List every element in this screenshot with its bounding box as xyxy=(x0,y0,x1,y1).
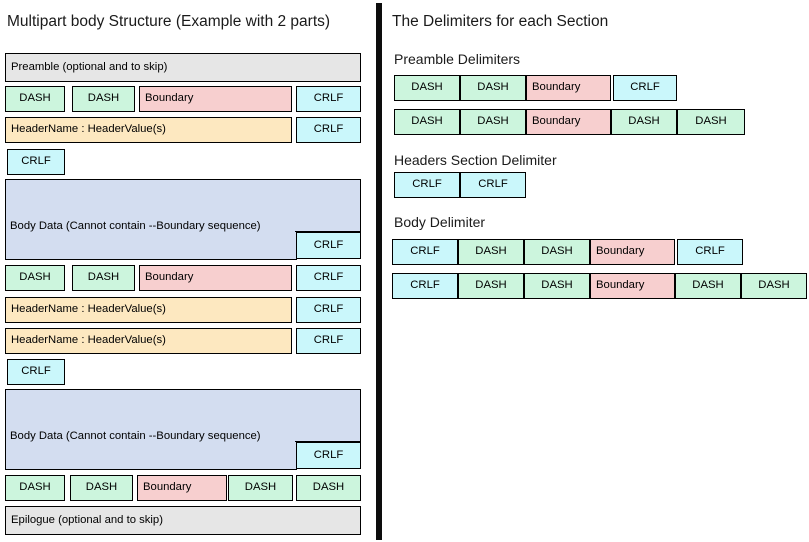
crlf-box: CRLF xyxy=(460,172,526,198)
dash-box: DASH xyxy=(394,109,460,135)
crlf-box: CRLF xyxy=(7,149,65,175)
dash-box: DASH xyxy=(677,109,745,135)
body-data-label: Body Data (Cannot contain --Boundary seq… xyxy=(10,430,261,442)
crlf-box: CRLF xyxy=(296,86,361,112)
header-line-box: HeaderName : HeaderValue(s) xyxy=(5,297,292,323)
crlf-box: CRLF xyxy=(296,328,361,354)
left-panel-title: Multipart body Structure (Example with 2… xyxy=(7,13,331,30)
body-data-upper xyxy=(5,179,361,232)
dash-box: DASH xyxy=(675,273,741,299)
body-data-upper xyxy=(5,389,361,442)
dash-box: DASH xyxy=(460,75,526,101)
body-delimiter-heading: Body Delimiter xyxy=(394,214,486,230)
dash-box: DASH xyxy=(741,273,807,299)
crlf-box: CRLF xyxy=(7,359,65,385)
dash-box: DASH xyxy=(524,273,590,299)
dash-box: DASH xyxy=(228,475,293,501)
boundary-box: Boundary xyxy=(526,109,611,135)
crlf-box: CRLF xyxy=(296,117,361,143)
boundary-box: Boundary xyxy=(139,86,292,112)
crlf-box: CRLF xyxy=(296,265,361,291)
body-data-seam xyxy=(6,440,296,444)
body-data-label: Body Data (Cannot contain --Boundary seq… xyxy=(10,220,261,232)
body-data-block: Body Data (Cannot contain --Boundary seq… xyxy=(5,389,361,470)
dash-box: DASH xyxy=(458,239,524,265)
crlf-box: CRLF xyxy=(392,273,458,299)
right-panel-title: The Delimiters for each Section xyxy=(392,13,609,30)
dash-box: DASH xyxy=(460,109,526,135)
dash-box: DASH xyxy=(5,86,65,112)
dash-box: DASH xyxy=(296,475,361,501)
crlf-box: CRLF xyxy=(296,297,361,323)
epilogue-box: Epilogue (optional and to skip) xyxy=(5,506,361,535)
crlf-box: CRLF xyxy=(392,239,458,265)
body-data-block: Body Data (Cannot contain --Boundary seq… xyxy=(5,179,361,260)
dash-box: DASH xyxy=(70,475,133,501)
dash-box: DASH xyxy=(394,75,460,101)
dash-box: DASH xyxy=(72,86,135,112)
crlf-box: CRLF xyxy=(296,442,361,469)
header-line-box: HeaderName : HeaderValue(s) xyxy=(5,117,292,143)
body-data-lower xyxy=(5,232,297,260)
dash-box: DASH xyxy=(524,239,590,265)
boundary-box: Boundary xyxy=(139,265,292,291)
boundary-box: Boundary xyxy=(590,273,675,299)
crlf-box: CRLF xyxy=(296,232,361,259)
boundary-box: Boundary xyxy=(526,75,611,101)
dash-box: DASH xyxy=(72,265,135,291)
boundary-box: Boundary xyxy=(137,475,227,501)
body-data-lower xyxy=(5,442,297,470)
dash-box: DASH xyxy=(611,109,677,135)
preamble-delimiters-heading: Preamble Delimiters xyxy=(394,51,521,67)
dash-box: DASH xyxy=(458,273,524,299)
body-data-seam xyxy=(6,230,296,234)
crlf-box: CRLF xyxy=(613,75,677,101)
panel-divider xyxy=(376,3,382,540)
dash-box: DASH xyxy=(5,475,65,501)
crlf-box: CRLF xyxy=(677,239,743,265)
crlf-box: CRLF xyxy=(394,172,460,198)
headers-section-delimiter-heading: Headers Section Delimiter xyxy=(394,152,557,168)
boundary-box: Boundary xyxy=(590,239,675,265)
dash-box: DASH xyxy=(5,265,65,291)
preamble-box: Preamble (optional and to skip) xyxy=(5,53,361,82)
header-line-box: HeaderName : HeaderValue(s) xyxy=(5,328,292,354)
